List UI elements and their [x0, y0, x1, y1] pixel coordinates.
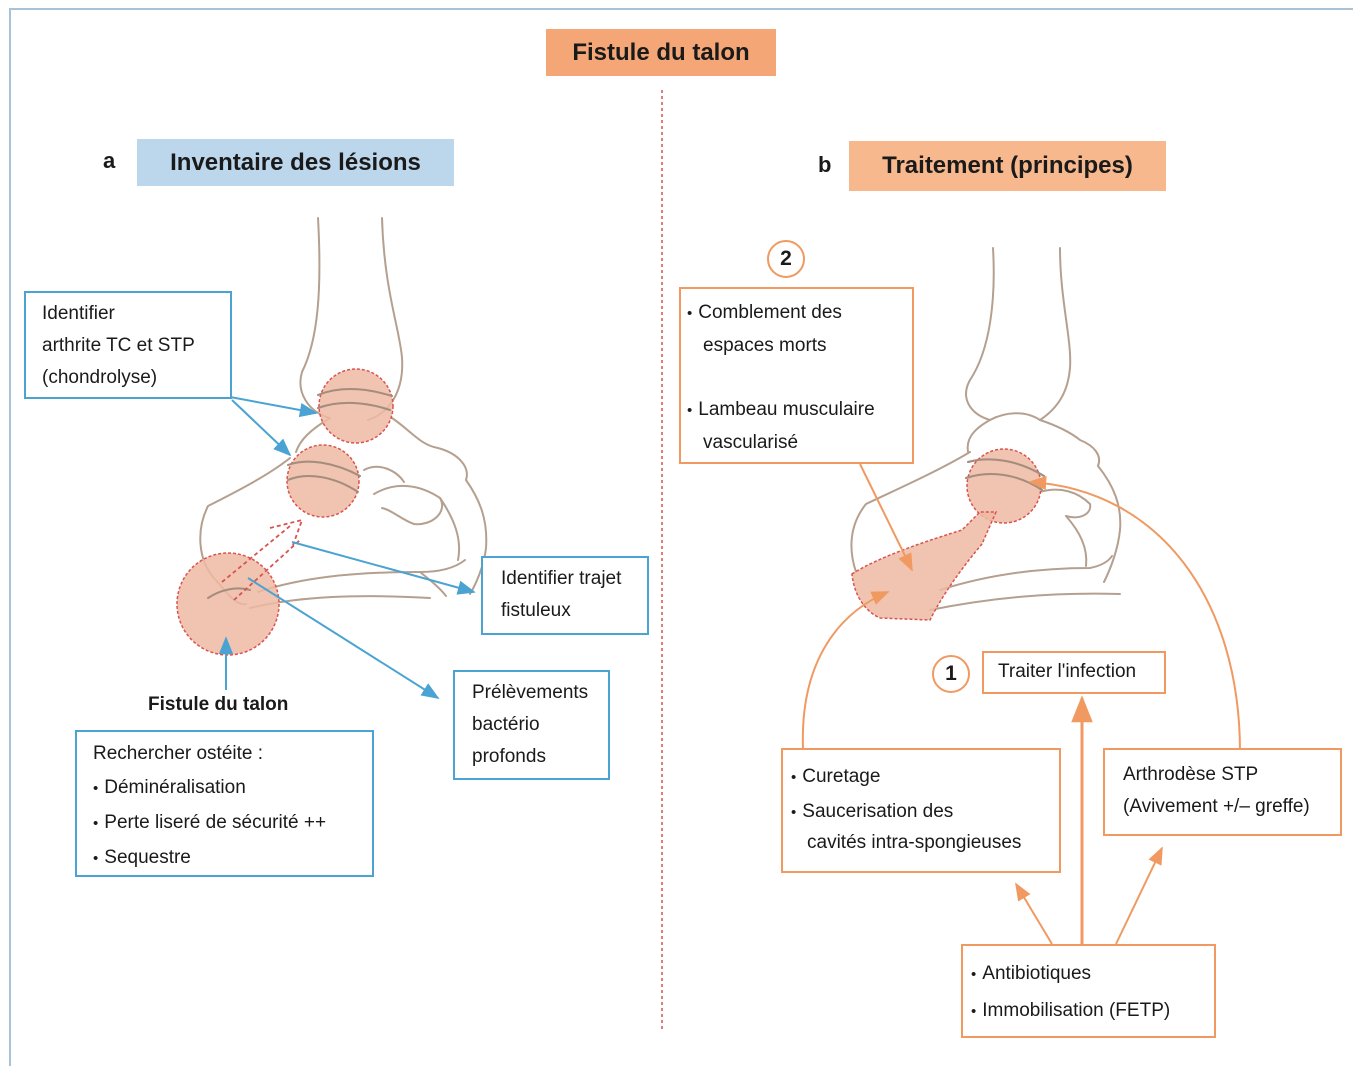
infection-text: Traiter l'infection: [998, 661, 1137, 682]
arthritis-box: Identifier arthrite TC et STP (chondroly…: [24, 291, 232, 399]
prelevements-line-3: profonds: [472, 746, 546, 767]
prelevements-box: Prélèvements bactério profonds: [453, 670, 610, 780]
osteitis-box: Rechercher ostéite : Déminéralisation Pe…: [75, 730, 374, 877]
prelevements-line-2: bactério: [472, 714, 540, 735]
osteitis-item-1: Déminéralisation: [93, 771, 372, 806]
step-2-badge: 2: [767, 240, 805, 278]
arthritis-line-2: arthrite TC et STP: [42, 335, 195, 356]
fill-item-1-line-1: Comblement des: [687, 297, 912, 330]
curetage-item-2-line-1: Saucerisation des: [791, 795, 1059, 830]
meds-box: Antibiotiques Immobilisation (FETP): [961, 944, 1216, 1038]
figure-title: Fistule du talon: [546, 29, 776, 76]
section-b-letter: b: [818, 152, 832, 177]
right-arrows: [801, 463, 1241, 945]
osteitis-item-3: Sequestre: [93, 841, 372, 876]
meds-item-1: Antibiotiques: [971, 956, 1214, 993]
trajet-line-1: Identifier trajet: [501, 568, 622, 589]
trajet-line-2: fistuleux: [501, 600, 571, 621]
fistula-label: Fistule du talon: [148, 694, 289, 715]
figure-frame: [9, 8, 1353, 1066]
arthrodese-line-1: Arthrodèse STP: [1123, 764, 1259, 785]
section-a-letter: a: [103, 148, 116, 173]
fill-item-1-line-2: espaces morts: [703, 335, 827, 356]
curetage-item-1: Curetage: [791, 760, 1059, 795]
meds-item-2: Immobilisation (FETP): [971, 993, 1214, 1030]
fistula-track: [221, 518, 304, 601]
left-lesions: [176, 368, 394, 656]
fill-item-2-line-2: vascularisé: [703, 432, 799, 453]
osteitis-item-2: Perte liseré de sécurité ++: [93, 806, 372, 841]
curetage-item-2-line-2: cavités intra-spongieuses: [807, 832, 1022, 853]
osteitis-heading: Rechercher ostéite :: [93, 743, 264, 764]
trajet-box: Identifier trajet fistuleux: [481, 556, 649, 635]
fill-box: Comblement des espaces morts Lambeau mus…: [679, 287, 914, 464]
section-b-heading: Traitement (principes): [849, 141, 1166, 191]
curetage-box: Curetage Saucerisation des cavités intra…: [781, 748, 1061, 873]
infection-box: Traiter l'infection: [982, 651, 1166, 694]
arthrodese-box: Arthrodèse STP (Avivement +/– greffe): [1103, 748, 1342, 836]
section-a-heading: Inventaire des lésions: [137, 139, 454, 186]
left-arrows: [218, 396, 476, 699]
step-1-badge: 1: [932, 655, 970, 693]
fill-item-2-line-1: Lambeau musculaire: [687, 394, 912, 427]
arthritis-line-3: (chondrolyse): [42, 367, 158, 388]
arthrodese-line-2: (Avivement +/– greffe): [1123, 796, 1310, 817]
prelevements-line-1: Prélèvements: [472, 682, 589, 703]
arthritis-line-1: Identifier: [42, 303, 115, 324]
right-foot-bones: [850, 247, 1122, 611]
